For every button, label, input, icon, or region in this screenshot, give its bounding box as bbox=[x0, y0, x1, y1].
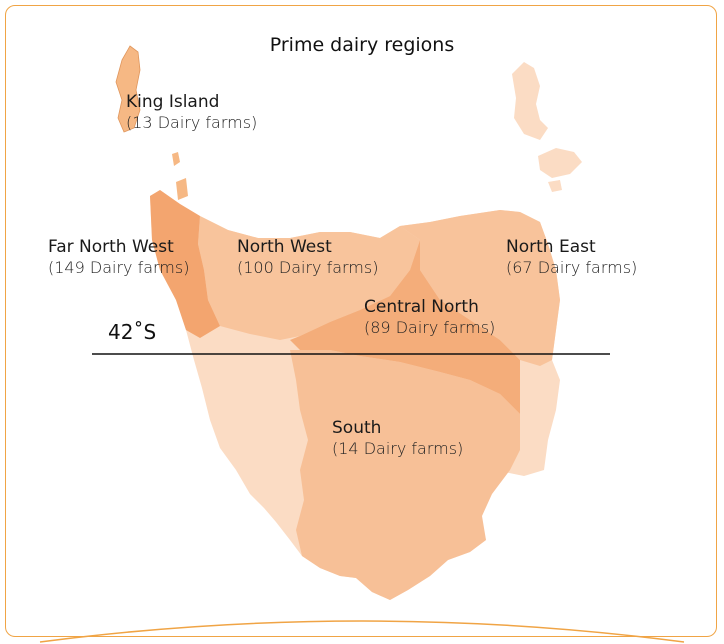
label-far-north-west: Far North West (149 Dairy farms) bbox=[48, 237, 189, 278]
label-king-island: King Island (13 Dairy farms) bbox=[126, 92, 257, 133]
label-central-north: Central North (89 Dairy farms) bbox=[364, 297, 495, 338]
south-region-shape bbox=[290, 350, 520, 600]
region-count: (67 Dairy farms) bbox=[506, 258, 638, 278]
region-name: North East bbox=[506, 237, 596, 257]
region-count: (13 Dairy farms) bbox=[126, 113, 258, 133]
region-name: South bbox=[332, 418, 382, 438]
region-name: North West bbox=[237, 237, 332, 257]
north-west-region-shape bbox=[198, 216, 420, 340]
region-name: Central North bbox=[364, 297, 479, 317]
map-title: Prime dairy regions bbox=[269, 34, 455, 56]
region-name: Far North West bbox=[48, 237, 174, 257]
small-island-1 bbox=[172, 152, 180, 166]
label-south: South (14 Dairy farms) bbox=[332, 418, 463, 459]
clarke-island-shape bbox=[548, 180, 562, 192]
bottom-arc bbox=[39, 620, 685, 643]
label-north-east: North East (67 Dairy farms) bbox=[506, 237, 637, 278]
central-north-region-shape bbox=[290, 240, 520, 414]
small-island-2 bbox=[176, 178, 188, 200]
region-count: (14 Dairy farms) bbox=[332, 439, 464, 459]
flinders-island-shape bbox=[512, 62, 548, 140]
cape-barren-island-shape bbox=[538, 148, 582, 178]
label-north-west: North West (100 Dairy farms) bbox=[237, 237, 378, 278]
region-count: (100 Dairy farms) bbox=[237, 258, 379, 278]
region-name: King Island bbox=[126, 92, 220, 112]
north-east-region-shape bbox=[400, 210, 560, 366]
latitude-label: 42˚S bbox=[108, 320, 157, 344]
far-north-west-region-shape bbox=[150, 190, 220, 338]
king-island-shape bbox=[115, 45, 141, 133]
region-count: (89 Dairy farms) bbox=[364, 318, 496, 338]
region-count: (149 Dairy farms) bbox=[48, 258, 190, 278]
